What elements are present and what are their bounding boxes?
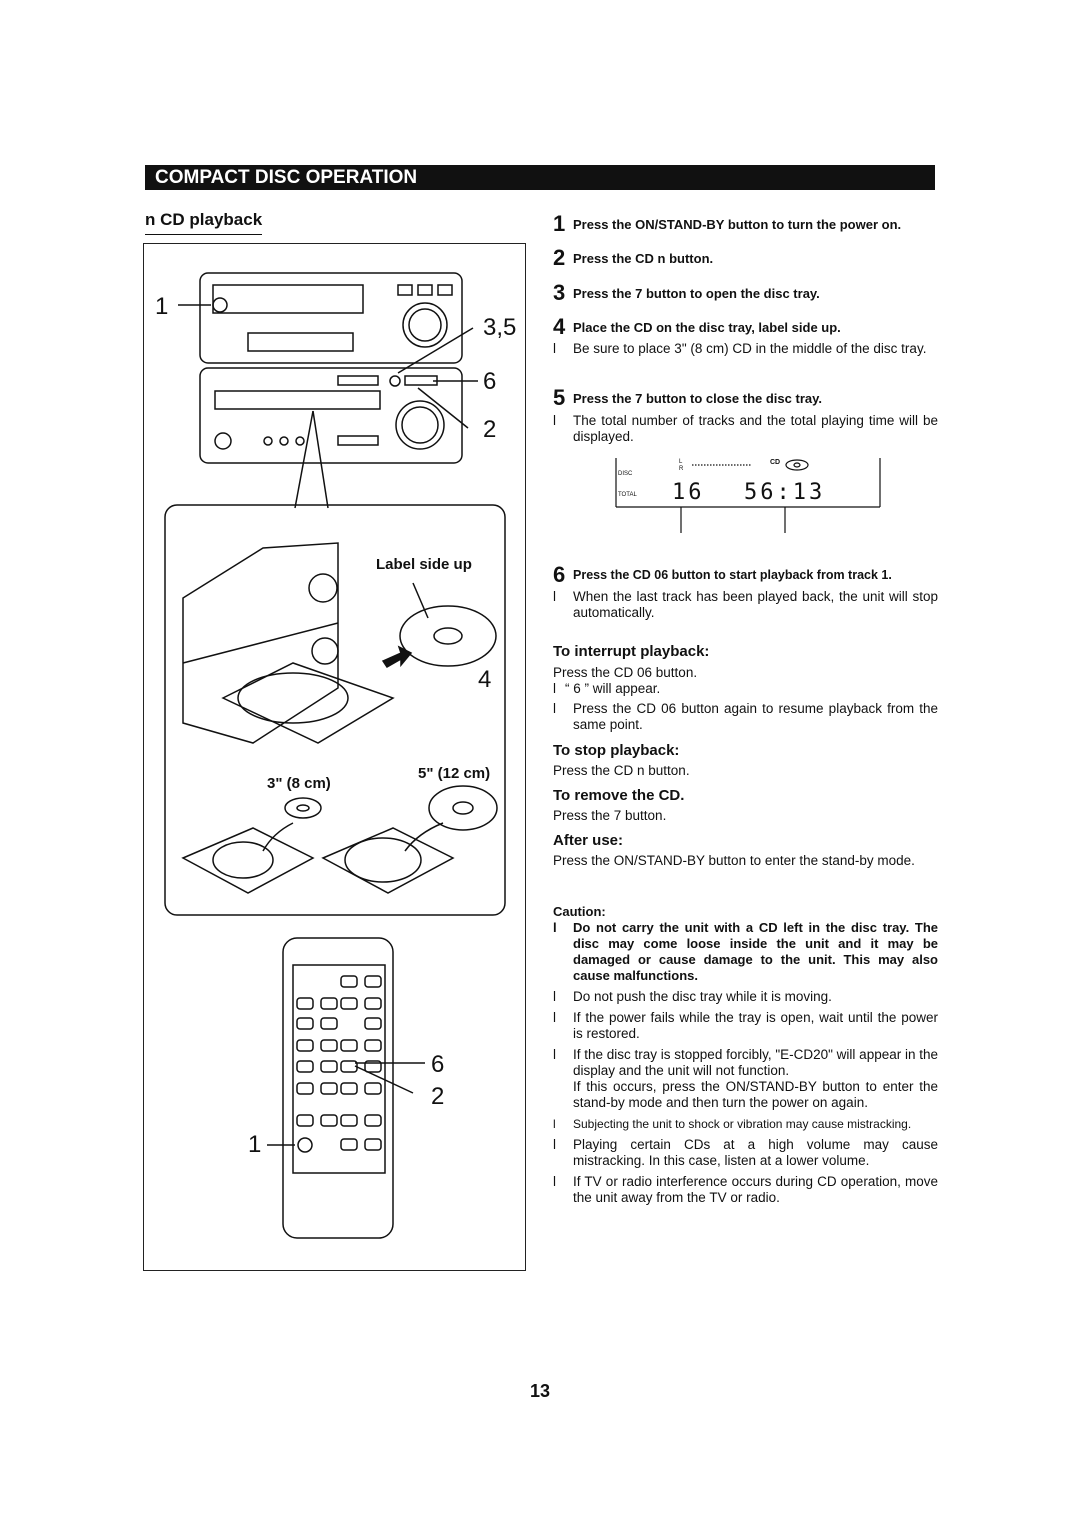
remote-callout-2: 2 [431, 1083, 445, 1110]
size-large-label: 5" (12 cm) [418, 765, 491, 782]
remote-callout-6: 6 [431, 1051, 445, 1078]
callout-3-5: 3,5 [483, 314, 517, 341]
display-disc: DISC [618, 471, 633, 477]
interrupt-line-2: l“ 6 ” will appear. [553, 681, 661, 696]
stop-line-1: Press the CD n button. [553, 763, 690, 778]
callout-6: 6 [483, 368, 497, 395]
label-side-up: Label side up [376, 556, 472, 573]
section-banner: COMPACT DISC OPERATION [145, 165, 935, 190]
after-use-heading: After use: [553, 832, 624, 849]
interrupt-heading: To interrupt playback: [553, 643, 710, 660]
display-l: L [679, 459, 683, 465]
callout-1: 1 [155, 293, 169, 320]
cd-display-panel [615, 458, 881, 533]
page-number: 13 [529, 1381, 551, 1401]
illustration-frame [143, 243, 526, 1271]
display-time: 56:13 [744, 480, 826, 505]
after-use-line-1: Press the ON/STAND-BY button to enter th… [553, 853, 915, 868]
stereo-lower-unit [199, 367, 463, 464]
remote-control [282, 937, 394, 1239]
stop-heading: To stop playback: [553, 742, 680, 759]
display-tracks: 16 [672, 480, 705, 505]
callout-2: 2 [483, 416, 497, 443]
display-total: TOTAL [618, 492, 637, 498]
display-r: R [679, 466, 684, 472]
stereo-upper-unit [199, 272, 463, 364]
interrupt-line-1: Press the CD 06 button. [553, 665, 698, 680]
remote-callout-1: 1 [248, 1131, 262, 1158]
callout-4: 4 [478, 666, 492, 693]
caution-heading: Caution: [553, 904, 606, 919]
size-small-label: 3" (8 cm) [267, 775, 331, 792]
caution-item-3-cont: If this occurs, press the ON/STAND-BY bu… [573, 1079, 938, 1110]
subsection-heading: n CD playback [145, 210, 263, 235]
display-cd: CD [770, 459, 781, 466]
remove-line-1: Press the 7 button. [553, 808, 667, 823]
remove-heading: To remove the CD. [553, 787, 685, 804]
illustration-drawing [164, 272, 506, 1239]
